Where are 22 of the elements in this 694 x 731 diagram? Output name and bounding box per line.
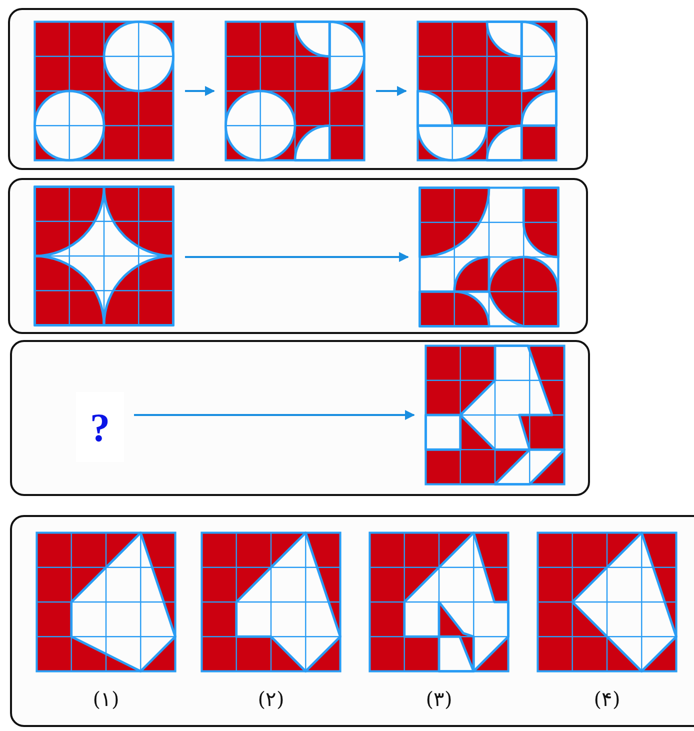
grid-pattern-drawing [200, 531, 342, 673]
grid-pattern-drawing [35, 531, 177, 673]
option-label: (۱) [92, 687, 120, 711]
arrow [376, 86, 407, 96]
panel [10, 340, 590, 496]
grid-pattern-drawing [368, 531, 510, 673]
panel [8, 178, 588, 334]
grid-pattern-drawing [418, 186, 560, 328]
option-label: (۳) [424, 687, 454, 711]
grid-pattern-drawing [536, 531, 678, 673]
panel [8, 8, 588, 170]
arrow [185, 86, 215, 96]
grid-pattern-drawing [33, 185, 175, 327]
panel [10, 515, 694, 727]
option-label: (۲) [256, 687, 286, 711]
arrow [134, 410, 415, 420]
arrow [185, 252, 409, 262]
grid-pattern-drawing [416, 20, 558, 162]
option-label: (۴) [592, 687, 622, 711]
grid-pattern-drawing [224, 20, 366, 162]
grid-pattern-drawing [33, 20, 175, 162]
grid-pattern-drawing [424, 344, 566, 486]
